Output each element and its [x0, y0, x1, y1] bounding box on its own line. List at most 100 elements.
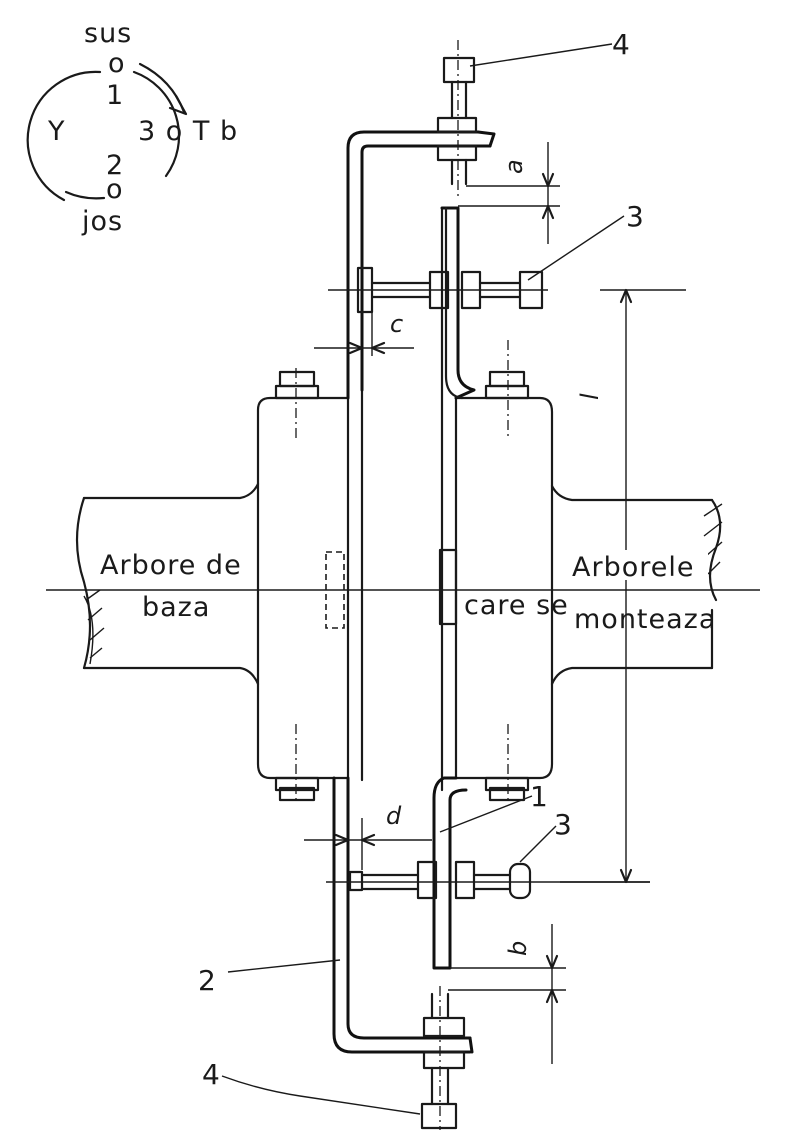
dim-d-arrow-right: [360, 833, 376, 847]
bottom-bolt-stop: [348, 870, 364, 892]
dim-l-arrow-top: [619, 288, 633, 304]
callout-part-3-bottom: 3: [554, 808, 572, 841]
top-bracket-tip: [476, 130, 496, 148]
dim-b-arrow-bottom: [545, 988, 559, 1004]
dim-a-label: a: [500, 159, 528, 174]
compass-top-number: 1: [106, 80, 124, 111]
bottom-bracket-nut-lower: [422, 1050, 466, 1070]
dim-a-arrow-bottom: [541, 204, 555, 220]
compass-top-mark: o: [108, 48, 126, 79]
dim-l-label: l: [576, 393, 604, 400]
dimension-b: b: [448, 924, 566, 1064]
top-bracket: [346, 40, 496, 400]
top-radial-bolt: [328, 266, 548, 314]
dim-c-label: c: [390, 310, 403, 338]
leader-2: [227, 959, 341, 973]
bottom-bracket: [332, 776, 474, 1130]
top-bolt-nut-right: [460, 270, 482, 310]
right-hub-nut-top: [488, 370, 526, 388]
dimension-l: l: [560, 288, 686, 884]
leader-1: [439, 795, 533, 833]
compass-arrow-head: [168, 94, 188, 116]
leader-4-top: [469, 43, 613, 67]
bottom-bracket-inner: [346, 776, 472, 1040]
base-shaft-break: [75, 496, 92, 670]
compass-rotation-arrow: [138, 62, 186, 114]
compass-bottom-mark: o: [106, 174, 124, 205]
leader-3-bottom: [519, 825, 557, 863]
callout-part-4-top: 4: [612, 28, 630, 61]
bottom-bracket-tip: [468, 1036, 474, 1054]
bottom-screw-head: [420, 1102, 458, 1130]
compass-left-label: Y: [47, 116, 66, 147]
dim-l-arrow-bottom: [619, 868, 633, 884]
base-shaft-break-inner: [83, 595, 94, 665]
top-bracket-outer: [346, 130, 480, 400]
top-adjusting-screw: [442, 56, 476, 186]
base-shaft-hatch: [85, 589, 105, 659]
top-arm-outer: [440, 206, 476, 400]
base-shaft-label-bg: [98, 548, 248, 578]
top-bracket-nut-lower: [436, 144, 478, 162]
compass-right-label: 3 o T b: [138, 116, 238, 147]
callout-part-2: 2: [198, 964, 216, 997]
right-hub: [438, 340, 554, 802]
base-shaft-label-line1: Arbore de: [100, 550, 242, 581]
right-hub-nut-bottom: [488, 786, 526, 802]
bottom-radial-bolt: [326, 860, 650, 900]
bottom-bolt-nut-right: [454, 860, 476, 900]
left-hub-washer-bottom: [274, 776, 320, 792]
base-shaft-bottom-edge: [82, 666, 260, 686]
callout-part-1: 1: [530, 780, 548, 813]
bottom-bolt-head: [508, 862, 532, 900]
mounted-shaft-label-line1: Arborele: [572, 552, 694, 583]
bottom-arm: [432, 776, 468, 970]
top-screw-head: [442, 56, 476, 84]
top-bolt-nut-left: [428, 270, 450, 310]
base-shaft-top-edge: [82, 482, 260, 500]
bottom-adjusting-screw: [420, 992, 458, 1130]
top-indicator-arm: [440, 206, 476, 400]
compass-top-label: sus: [84, 18, 132, 49]
dim-a-arrow-top: [541, 172, 555, 188]
right-hub-washer-bottom: [484, 776, 530, 792]
bottom-bolt-nut-left: [416, 860, 438, 900]
dimension-c: c: [314, 310, 414, 356]
left-hub-nut-top: [278, 370, 316, 388]
leader-4-bottom: [221, 1075, 421, 1115]
bottom-bracket-nut-upper: [422, 1016, 466, 1038]
bottom-indicator-arm: [432, 776, 468, 970]
callout-part-3-top: 3: [626, 200, 644, 233]
dim-b-label: b: [504, 941, 532, 956]
dimension-a: a: [458, 142, 560, 244]
dim-d-arrow-left: [334, 833, 350, 847]
base-shaft: [75, 482, 260, 686]
mounted-shaft-label-bg: [568, 550, 708, 580]
right-hub-key: [438, 548, 458, 626]
left-hub-washer-top: [274, 384, 320, 400]
mounted-shaft: [550, 484, 723, 686]
top-bracket-nut-upper: [436, 116, 478, 134]
mounted-shaft-break: [708, 498, 722, 602]
dimension-d: d: [304, 802, 432, 870]
callout-leaders: [221, 43, 625, 1115]
base-shaft-label-line2: baza: [142, 592, 210, 623]
mounted-shaft-top-edge: [550, 484, 714, 502]
dim-c-arrow-right: [370, 341, 386, 355]
bottom-bracket-outer: [332, 776, 472, 1054]
compass-bottom-label: jos: [81, 206, 123, 237]
mounted-shaft-label-line3: monteaza: [574, 604, 716, 635]
dim-c-arrow-left: [348, 341, 364, 355]
mounted-shaft-label-line2: care se: [464, 590, 569, 621]
dim-b-arrow-top: [545, 954, 559, 970]
top-arm-inner: [444, 206, 464, 400]
right-hub-washer-top: [484, 384, 530, 400]
top-bolt-head: [518, 270, 544, 310]
mounted-shaft-bottom-edge: [550, 666, 714, 686]
top-bracket-inner: [360, 144, 492, 392]
compass-bottom-number: 2: [106, 150, 124, 181]
dim-d-label: d: [386, 802, 402, 830]
left-hub-nut-bottom: [278, 786, 316, 802]
